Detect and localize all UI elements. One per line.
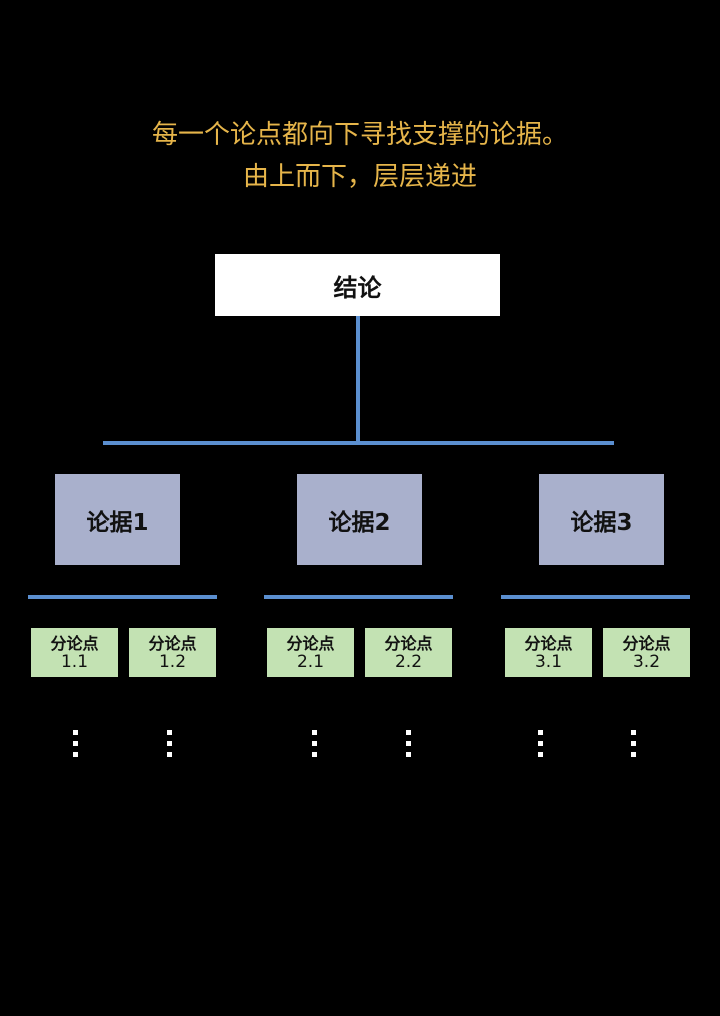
sub-point-label: 分论点	[50, 633, 99, 653]
connector-vertical	[356, 316, 360, 444]
title-line-2: 由上而下，层层递进	[242, 162, 477, 192]
sub-point-label: 分论点	[148, 633, 197, 653]
sub-point-number: 2.1	[296, 651, 325, 672]
ellipsis-icon	[167, 730, 173, 763]
ellipsis-icon	[631, 730, 637, 763]
connector-horizontal	[103, 441, 614, 445]
ellipsis-icon	[312, 730, 318, 763]
ellipsis-icon	[406, 730, 412, 763]
sub-point-number: 2.2	[394, 651, 423, 672]
sub-connector-2	[264, 595, 453, 599]
sub-point-label: 分论点	[524, 633, 573, 653]
argument-box-1: 论据1	[55, 474, 180, 565]
sub-point-number: 3.2	[632, 651, 661, 672]
argument-box-3: 论据3	[539, 474, 664, 565]
sub-connector-3	[501, 595, 690, 599]
sub-point-label: 分论点	[622, 633, 671, 653]
sub-connector-1	[28, 595, 217, 599]
sub-point-number: 3.1	[534, 651, 563, 672]
sub-point-number: 1.2	[158, 651, 187, 672]
sub-point-number: 1.1	[60, 651, 89, 672]
ellipsis-icon	[538, 730, 544, 763]
title-line-1: 每一个论点都向下寻找支撑的论据。	[151, 120, 568, 150]
ellipsis-icon	[73, 730, 79, 763]
argument-box-2: 论据2	[297, 474, 422, 565]
sub-point-label: 分论点	[286, 633, 335, 653]
conclusion-box: 结论	[215, 254, 500, 316]
sub-point-label: 分论点	[384, 633, 433, 653]
